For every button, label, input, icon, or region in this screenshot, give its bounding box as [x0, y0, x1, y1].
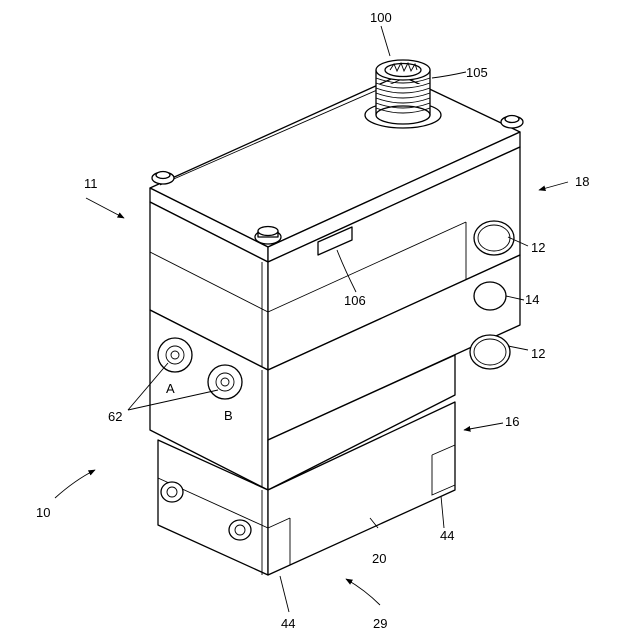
label-10: 10 [36, 505, 50, 520]
screw-right [501, 116, 523, 129]
label-16: 16 [505, 414, 519, 429]
port-a [158, 338, 192, 372]
label-29: 29 [373, 616, 387, 631]
port-14 [474, 282, 506, 310]
label-12-upper: 12 [531, 240, 545, 255]
label-44-bottom: 44 [281, 616, 295, 631]
label-12-lower: 12 [531, 346, 545, 361]
screw-front [255, 227, 281, 245]
label-a: A [166, 381, 175, 396]
label-20: 20 [372, 551, 386, 566]
label-100: 100 [370, 10, 392, 25]
label-b: B [224, 408, 233, 423]
label-62: 62 [108, 409, 122, 424]
label-18: 18 [575, 174, 589, 189]
electrical-connector [365, 60, 441, 128]
port-12-upper [474, 221, 514, 255]
port-b [208, 365, 242, 399]
base-screw-lower [229, 520, 251, 540]
port-12-lower [470, 335, 510, 369]
label-14: 14 [525, 292, 539, 307]
label-44-right: 44 [440, 528, 454, 543]
label-105: 105 [466, 65, 488, 80]
label-11: 11 [84, 176, 98, 191]
label-106: 106 [344, 293, 366, 308]
screw-back-left [152, 172, 174, 185]
base-screw-upper [161, 482, 183, 502]
